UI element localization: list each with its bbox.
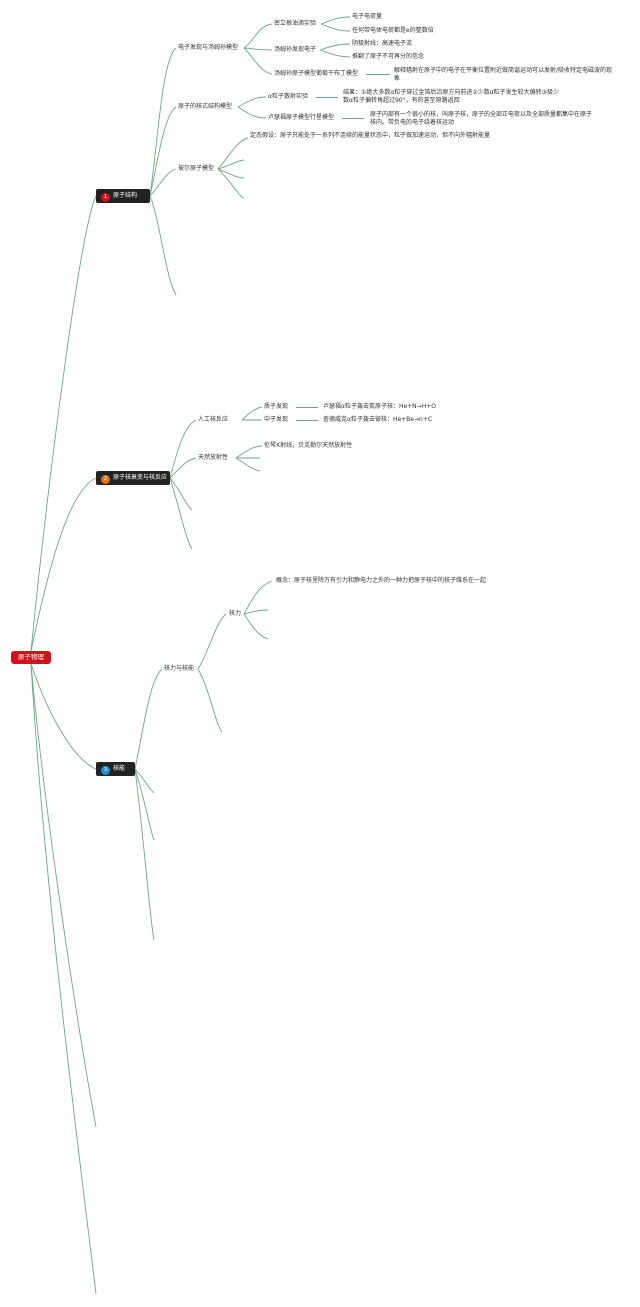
node-proton-reaction[interactable]: 卢瑟福α粒子轰击氮原子核：He+N→H+O — [323, 403, 436, 410]
node-plum-pudding-explanation[interactable]: 解释辐射在原子中的电子在平衡位置附近做简谐运动可以发射/吸收特定电磁波的现象 — [394, 67, 613, 82]
node-thomson-discovers-electron[interactable]: 汤姆孙发现电子 — [274, 46, 317, 53]
branch-number-badge: 1 — [101, 193, 110, 202]
node-neutron-discovery[interactable]: 中子发现 — [264, 416, 289, 423]
branch-label: 原子结构 — [113, 192, 138, 199]
node-electron-charge[interactable]: 电子电荷量 — [352, 13, 383, 20]
node-cathode-rays[interactable]: 阴极射线：高速电子流 — [352, 40, 413, 47]
node-bohr-model[interactable]: 玻尔原子模型 — [178, 165, 215, 172]
node-millikan-experiment[interactable]: 密立根油滴实验 — [274, 20, 317, 27]
node-integer-multiple-e[interactable]: 任何带电体电荷都是e的整数倍 — [352, 27, 434, 34]
node-stationary-state-postulate[interactable]: 定态假设：原子只能处于一系列不连续的能量状态中，粒子做加速运动，但不向外辐射能量 — [250, 132, 491, 139]
node-natural-radioactivity[interactable]: 天然放射性 — [198, 454, 229, 461]
node-alpha-scattering[interactable]: α粒子散射实验 — [268, 93, 308, 100]
node-nuclear-force-energy[interactable]: 核力与核能 — [164, 665, 195, 672]
connector-line — [296, 420, 318, 421]
connector-line — [296, 407, 318, 408]
node-atom-divisible[interactable]: 推翻了原子不可再分的信念 — [352, 53, 425, 60]
node-nuclear-force-concept[interactable]: 概念：原子核里除万有引力和静电力之外的一种力把原子核中的核子维系在一起 — [276, 577, 487, 584]
branch-label: 核能 — [113, 765, 126, 772]
node-rutherford-model-description[interactable]: 原子内部有一个很小的核，叫原子核，原子的全部正电荷以及全部质量都集中在原子核内。… — [370, 111, 593, 126]
branch-label: 原子核衰变与核反应 — [113, 474, 168, 481]
connector-line — [342, 118, 364, 119]
root-node[interactable]: 原子物理 — [11, 651, 51, 664]
node-artificial-reaction[interactable]: 人工核反应 — [198, 416, 229, 423]
connector-line — [366, 74, 390, 75]
node-roentgen-becquerel[interactable]: 伦琴X射线，贝克勒尔天然放射性 — [264, 442, 353, 449]
node-neutron-reaction[interactable]: 查德威克α粒子轰击铍核：He+Be→n+C — [323, 416, 433, 423]
connector-line — [316, 97, 338, 98]
branch-number-badge: 3 — [101, 766, 110, 775]
node-nuclear-model[interactable]: 原子的核式结构模型 — [178, 103, 233, 110]
node-rutherford-model[interactable]: 卢瑟福原子模型行星模型 — [268, 114, 335, 121]
node-nuclear-force[interactable]: 核力 — [229, 610, 242, 617]
node-electron-discovery[interactable]: 电子发现与汤姆孙模型 — [178, 44, 239, 51]
node-proton-discovery[interactable]: 质子发现 — [264, 403, 289, 410]
node-plum-pudding-model[interactable]: 汤姆孙原子模型葡萄干布丁模型 — [274, 70, 359, 77]
branch-number-badge: 2 — [101, 475, 110, 484]
node-alpha-scattering-result[interactable]: 结果：①绝大多数α粒子穿过金箔后沿原方向前进②少数α粒子发生较大偏转③极少数α粒… — [343, 89, 560, 104]
